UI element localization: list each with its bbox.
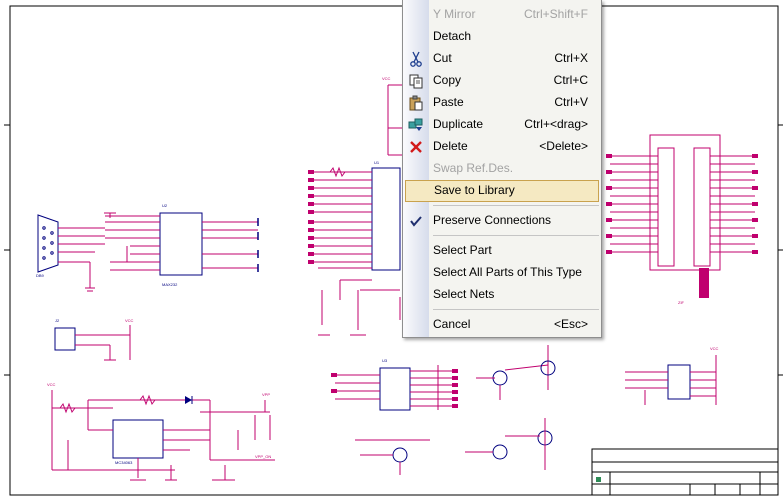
transistor-q3[interactable] [465, 418, 553, 470]
menu-item-label: Cancel [433, 317, 471, 331]
sheet-ticks [4, 124, 783, 376]
duplicate-icon [408, 118, 423, 131]
dc-jack[interactable]: J2 VCC [54, 318, 134, 361]
menu-item-shortcut: Ctrl+V [554, 95, 588, 109]
context-menu[interactable]: Y Mirror Ctrl+Shift+F Detach Cut Ctrl+X … [402, 0, 602, 338]
menu-item-label: Delete [433, 139, 468, 153]
menu-item-detach[interactable]: Detach [403, 26, 601, 48]
menu-item-duplicate[interactable]: Duplicate Ctrl+<drag> [403, 114, 601, 136]
copy-icon [409, 74, 423, 89]
menu-item-cancel[interactable]: Cancel <Esc> [403, 314, 601, 336]
menu-item-select-nets[interactable]: Select Nets [403, 284, 601, 306]
svg-text:U2: U2 [162, 203, 168, 208]
menu-item-label: Copy [433, 73, 462, 87]
menu-item-save-to-library[interactable]: Save to Library [405, 180, 599, 202]
menu-item-shortcut: <Delete> [539, 139, 588, 153]
menu-item-label: Cut [433, 51, 452, 65]
menu-item-y-mirror[interactable]: Y Mirror Ctrl+Shift+F [403, 4, 601, 26]
menu-item-label: Select Nets [433, 287, 495, 301]
menu-item-shortcut: <Esc> [553, 317, 588, 331]
menu-item-select-part[interactable]: Select Part [403, 240, 601, 262]
svg-text:VCC: VCC [125, 318, 134, 323]
checkmark-icon [410, 216, 422, 227]
max232-chip[interactable]: U2 MAX232 [104, 203, 259, 287]
menu-item-label: Detach [433, 29, 472, 43]
menu-item-shortcut: Ctrl+<drag> [524, 117, 588, 131]
svg-text:J2: J2 [55, 318, 60, 323]
svg-text:VCC: VCC [710, 346, 719, 351]
svg-text:VPP: VPP [262, 392, 270, 397]
svg-text:VCC: VCC [382, 76, 391, 81]
menu-item-label: Paste [433, 95, 464, 109]
svg-text:DB9: DB9 [36, 273, 45, 278]
sheet-border [9, 5, 779, 496]
menu-item-paste[interactable]: Paste Ctrl+V [403, 92, 601, 114]
menu-item-preserve-connections[interactable]: Preserve Connections [403, 210, 601, 232]
svg-text:MC34063: MC34063 [115, 460, 133, 465]
menu-icon-strip [403, 0, 429, 337]
menu-separator [433, 309, 599, 310]
svg-text:VPP_ON: VPP_ON [255, 454, 271, 459]
svg-text:U1: U1 [374, 160, 380, 165]
menu-item-label: Swap Ref.Des. [433, 161, 514, 175]
menu-item-shortcut: Ctrl+Shift+F [523, 7, 588, 21]
menu-item-copy[interactable]: Copy Ctrl+C [403, 70, 601, 92]
menu-item-swap-ref-des[interactable]: Swap Ref.Des. [403, 158, 601, 180]
menu-item-label: Select Part [433, 243, 492, 257]
transistor-q2[interactable] [355, 439, 430, 475]
transistor-q1[interactable] [476, 345, 556, 400]
menu-item-label: Duplicate [433, 117, 484, 131]
mcu-chip[interactable]: U1 [308, 160, 401, 336]
menu-item-cut[interactable]: Cut Ctrl+X [403, 48, 601, 70]
power-supply[interactable]: VCC VPP VPP_ON MC34063 [47, 382, 275, 481]
paste-icon [409, 95, 423, 111]
svg-text:ZIF: ZIF [678, 300, 685, 305]
small-chip[interactable]: VCC [625, 346, 719, 405]
db9-connector[interactable]: DB9 [36, 214, 105, 292]
menu-item-shortcut: Ctrl+C [553, 73, 588, 87]
svg-text:MAX232: MAX232 [162, 282, 178, 287]
scissors-icon [410, 51, 422, 67]
delete-x-icon [410, 141, 422, 153]
menu-item-label: Select All Parts of This Type [433, 265, 582, 279]
menu-item-delete[interactable]: Delete <Delete> [403, 136, 601, 158]
menu-item-select-all-parts[interactable]: Select All Parts of This Type [403, 262, 601, 284]
menu-item-label: Y Mirror [433, 7, 476, 21]
zif-socket[interactable]: ZIF [606, 134, 758, 305]
menu-separator [433, 205, 599, 206]
menu-item-label: Save to Library [434, 183, 515, 197]
menu-item-shortcut: Ctrl+X [554, 51, 588, 65]
menu-separator [433, 235, 599, 236]
vcc-net: VCC [382, 76, 402, 156]
buffer-chip[interactable]: U3 [331, 358, 458, 411]
svg-text:U3: U3 [382, 358, 388, 363]
title-block [591, 448, 779, 496]
svg-text:VCC: VCC [47, 382, 56, 387]
menu-item-label: Preserve Connections [433, 213, 552, 227]
